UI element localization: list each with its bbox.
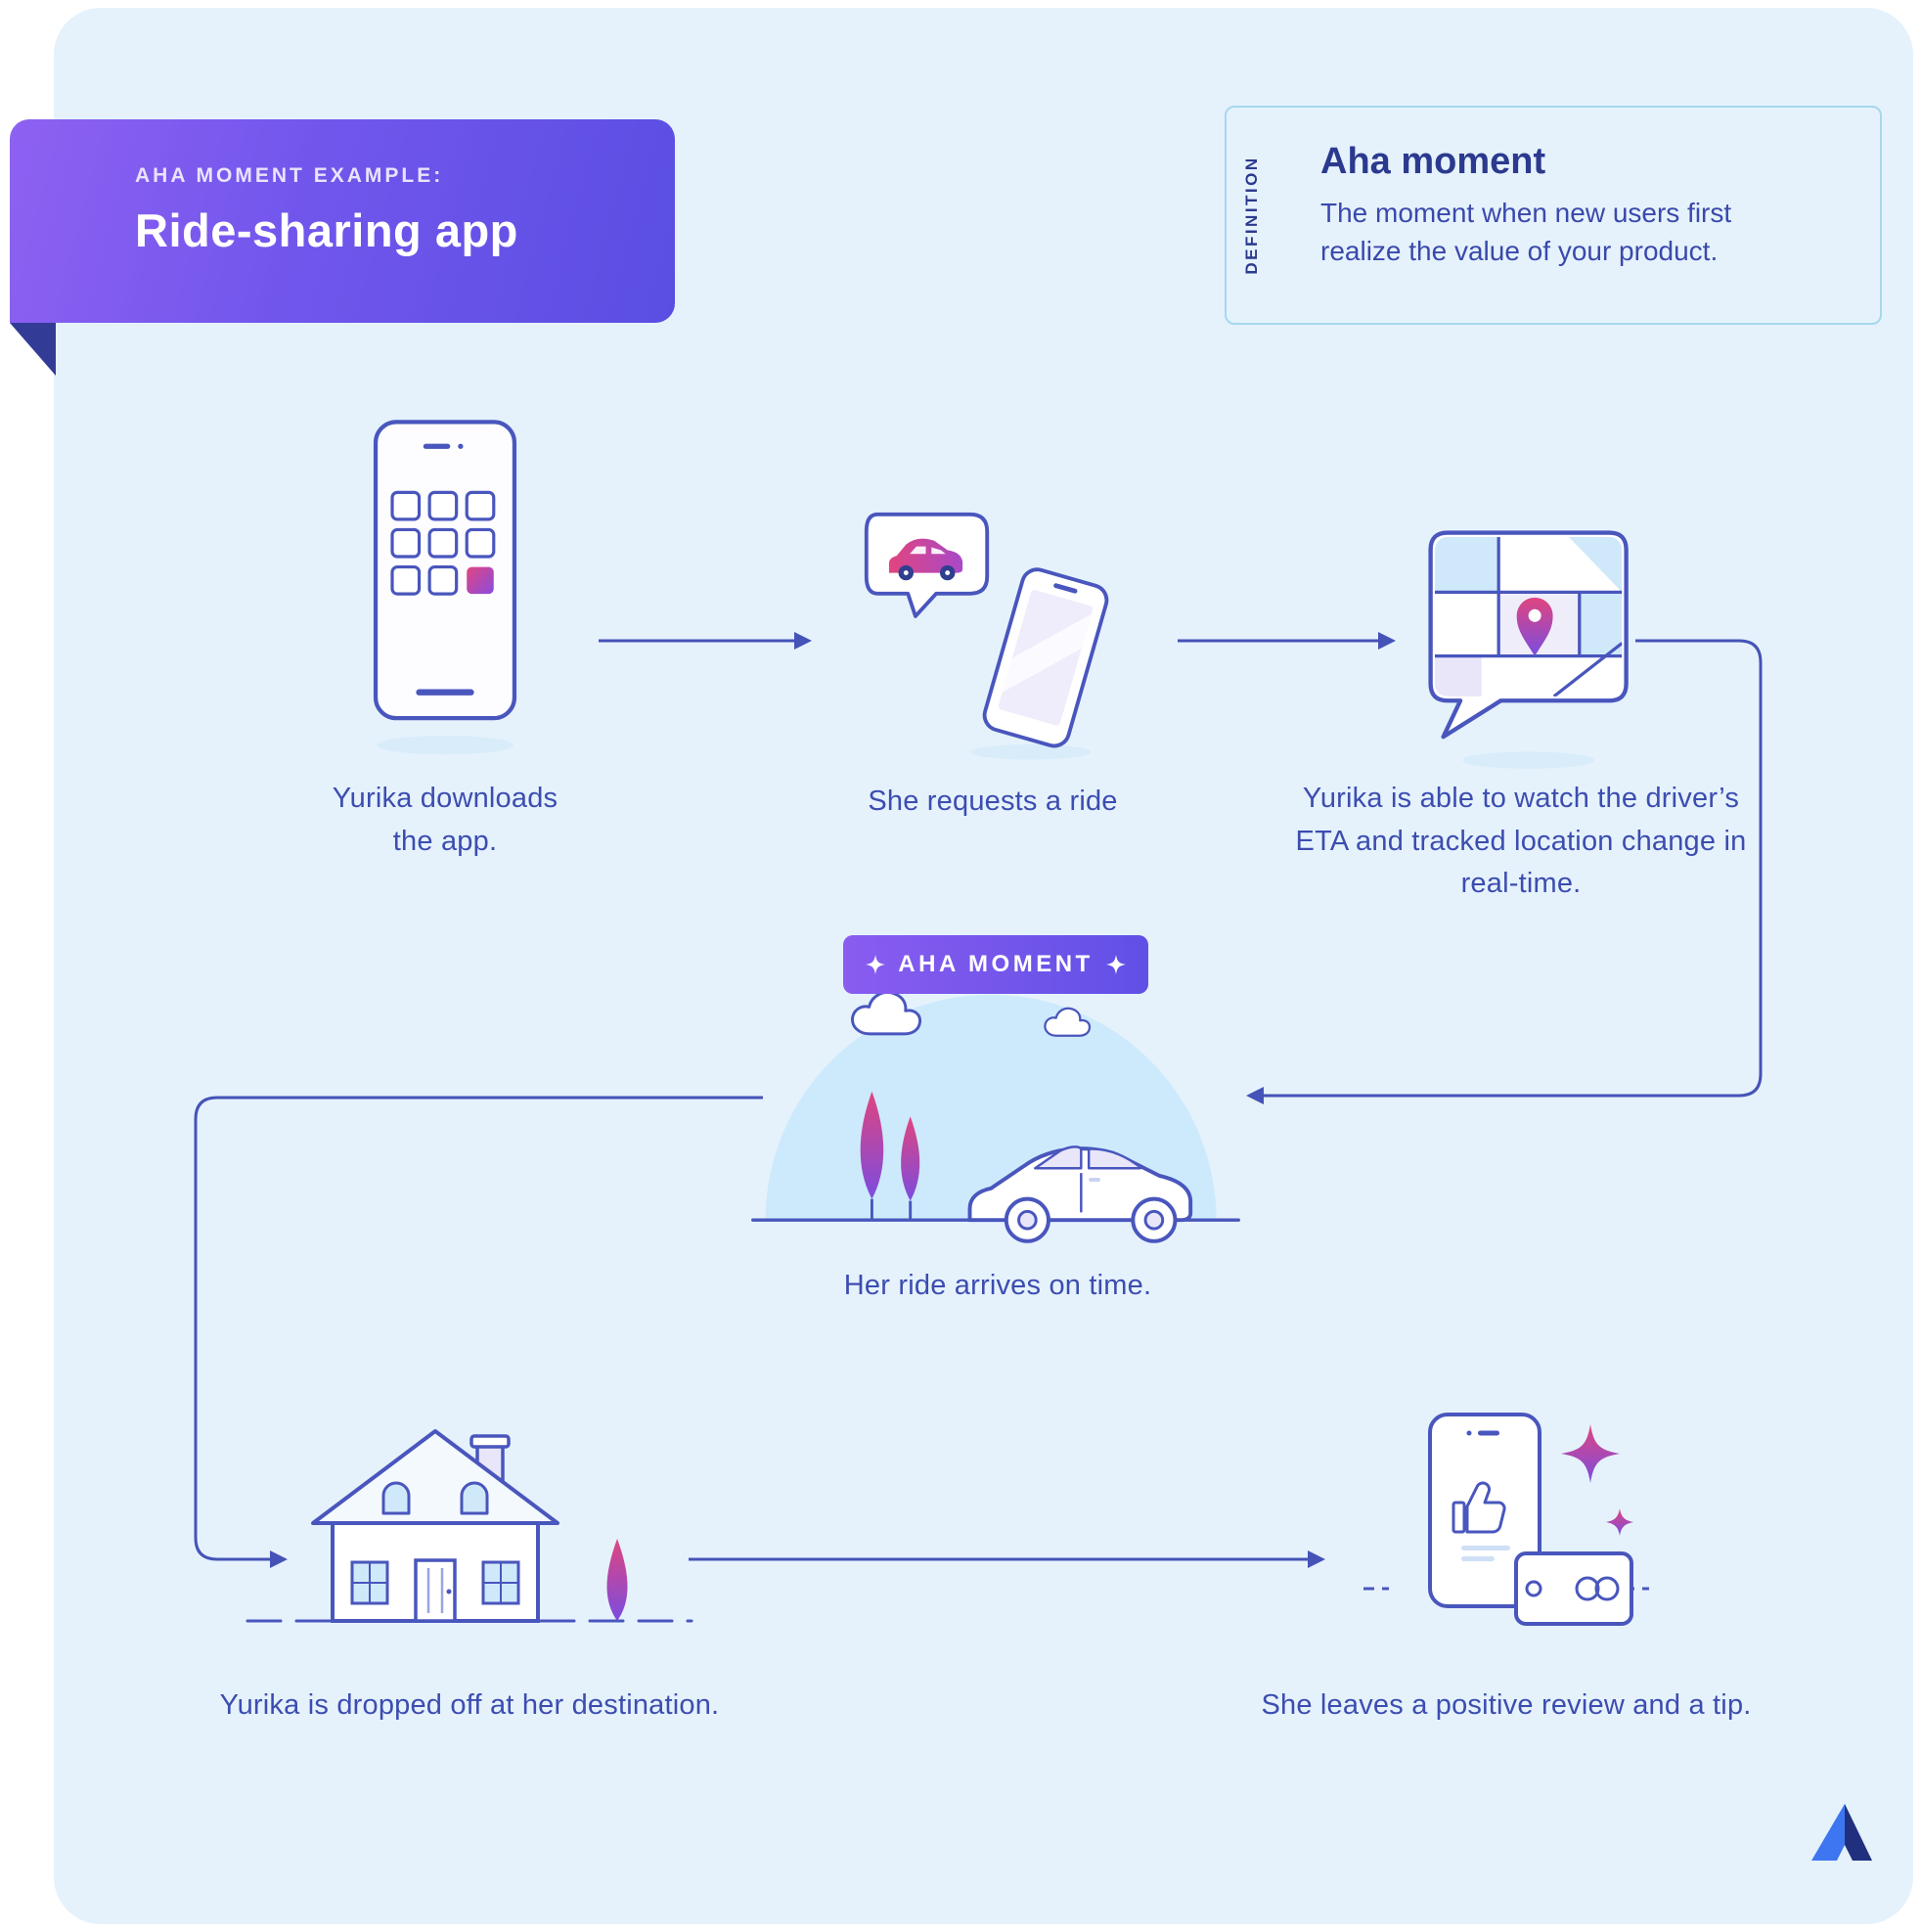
caption-track: Yurika is able to watch the driver’s ETA… [1295,783,1747,899]
definition-title: Aha moment [1320,141,1546,182]
tilted-phone [982,567,1109,748]
request-ride-illustration [864,512,1109,760]
car-arrival-illustration [751,991,1240,1243]
tree-icon [860,1091,920,1220]
sparkle-icon [866,955,886,974]
connector-arrow-5 [689,1550,1325,1568]
door [414,1558,457,1623]
attic-window [460,1481,489,1515]
aha-moment-badge: AHA MOMENT [843,935,1148,994]
thumbs-up-icon [1452,1481,1506,1534]
cloud-icon [1044,1007,1092,1037]
definition-body: The moment when new users first realize … [1320,198,1732,266]
app-grid-icon [390,490,496,596]
window [350,1560,389,1605]
definition-box: DEFINITION Aha moment The moment when ne… [1225,106,1882,325]
sparkle-icon [1561,1424,1620,1483]
ribbon-title: Ride-sharing app [135,204,518,256]
credit-card [1514,1551,1633,1626]
caption-download: Yurika downloads the app. [332,783,558,857]
car-speech-bubble [864,512,990,618]
car-icon [967,1146,1193,1243]
connector-arrow-2 [1178,632,1396,650]
sparkle-icon [1606,1508,1633,1536]
connector-arrow-3 [1246,639,1763,1104]
review-tip-illustration [1363,1413,1649,1626]
connector-arrow-4 [194,1096,763,1568]
caption-request: She requests a ride [868,786,1118,817]
highlighted-app-icon [467,566,494,595]
car-icon [888,538,963,581]
connector-arrow-1 [599,632,812,650]
house-illustration [246,1429,693,1623]
phone-app-illustration [373,420,517,755]
shadow [377,736,514,755]
aha-moment-label: AHA MOMENT [898,951,1094,977]
map-tracking-illustration [1428,530,1629,769]
cloud-icon [851,991,921,1036]
brand-logo-icon [1811,1804,1872,1861]
roof [311,1429,559,1525]
caption-review: She leaves a positive review and a tip. [1261,1689,1752,1721]
attic-window [381,1481,411,1515]
ribbon-eyebrow: AHA MOMENT EXAMPLE: [135,164,444,187]
caption-dropoff: Yurika is dropped off at her destination… [219,1689,720,1721]
tree-icon [606,1539,628,1621]
sparkle-icon [1105,955,1126,974]
ribbon-fold [10,323,56,376]
header-ribbon: AHA MOMENT EXAMPLE: Ride-sharing app [10,119,675,323]
caption-arrive: Her ride arrives on time. [843,1270,1152,1301]
window [481,1560,520,1605]
review-phone [1428,1413,1541,1608]
definition-side-label: DEFINITION [1242,156,1261,275]
location-pin-icon [1516,597,1553,656]
